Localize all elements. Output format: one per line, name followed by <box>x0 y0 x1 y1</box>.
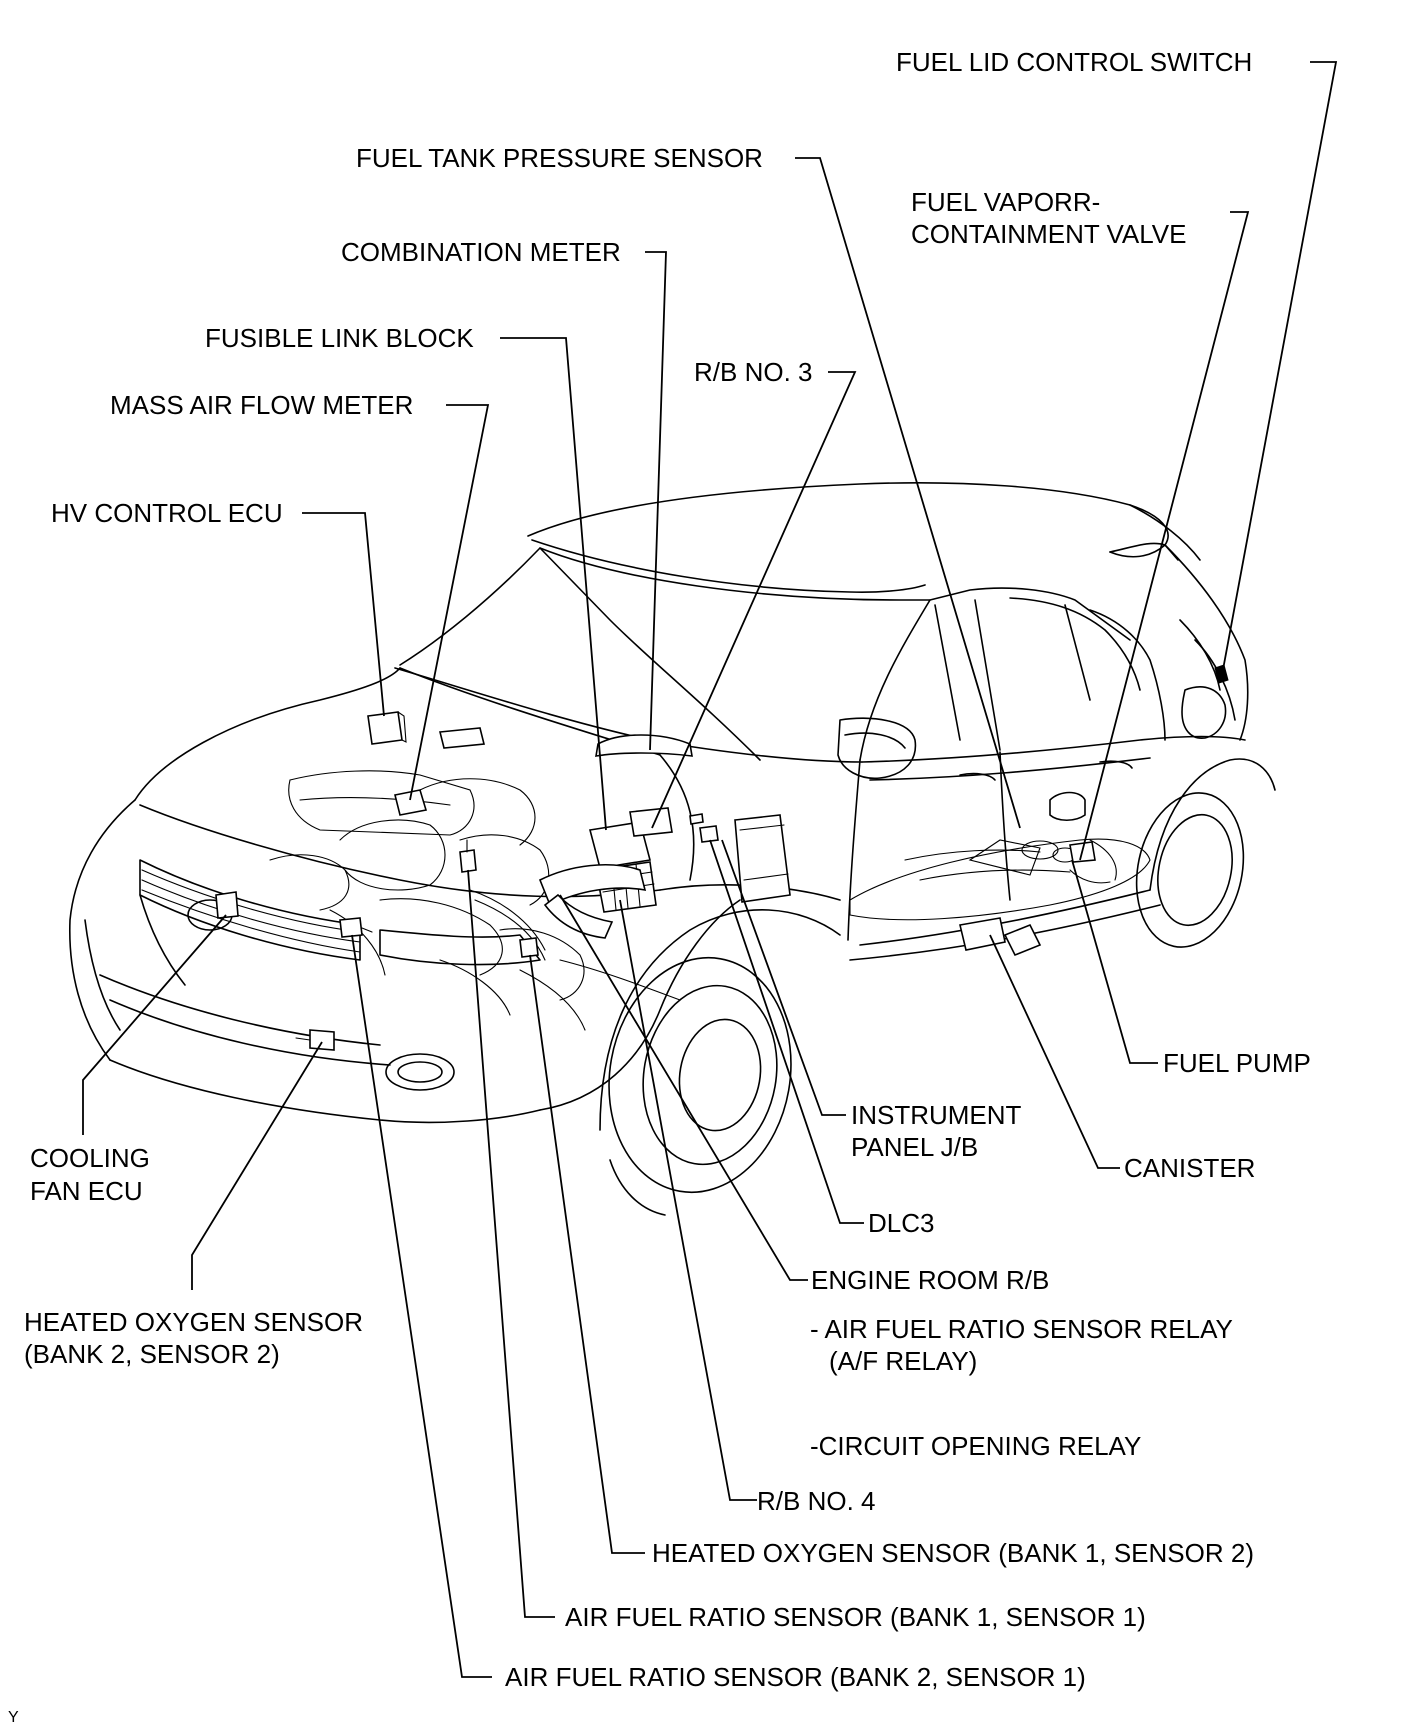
label-heated-oxygen-sensor-b1s2: HEATED OXYGEN SENSOR (BANK 1, SENSOR 2) <box>652 1538 1254 1568</box>
label-circuit-opening-relay: -CIRCUIT OPENING RELAY <box>810 1431 1142 1461</box>
label-rb-no4: R/B NO. 4 <box>757 1486 876 1516</box>
label-fuel-tank-pressure-sensor: FUEL TANK PRESSURE SENSOR <box>356 143 763 173</box>
corner-mark: Y <box>8 1709 19 1726</box>
fuel-tank-area <box>849 838 1151 921</box>
car-body <box>68 482 1276 1216</box>
label-cooling-fan-ecu-line1: COOLING <box>30 1143 150 1173</box>
label-fuel-lid-control-switch: FUEL LID CONTROL SWITCH <box>896 47 1253 77</box>
components <box>215 664 1229 1051</box>
label-canister: CANISTER <box>1124 1153 1256 1183</box>
label-mass-air-flow-meter: MASS AIR FLOW METER <box>110 390 414 420</box>
label-heated-oxygen-sensor-b2s2-line2: (BANK 2, SENSOR 2) <box>24 1339 280 1369</box>
label-dlc3: DLC3 <box>868 1208 935 1238</box>
label-fuel-pump: FUEL PUMP <box>1163 1048 1311 1078</box>
label-hv-control-ecu: HV CONTROL ECU <box>51 498 283 528</box>
label-fusible-link-block: FUSIBLE LINK BLOCK <box>205 323 474 353</box>
label-engine-room-rb: ENGINE ROOM R/B <box>811 1265 1050 1295</box>
engine-bay <box>269 770 681 1031</box>
label-instrument-panel-jb-line1: INSTRUMENT <box>851 1100 1022 1130</box>
label-combination-meter: COMBINATION METER <box>341 237 621 267</box>
label-air-fuel-ratio-sensor-b2s1: AIR FUEL RATIO SENSOR (BANK 2, SENSOR 1) <box>505 1662 1086 1692</box>
label-instrument-panel-jb-line2: PANEL J/B <box>851 1132 979 1162</box>
label-heated-oxygen-sensor-b2s2-line1: HEATED OXYGEN SENSOR <box>24 1307 364 1337</box>
label-fuel-vapor-containment-valve-line1: FUEL VAPORR- <box>911 187 1101 217</box>
label-af-sensor-relay-line2: (A/F RELAY) <box>829 1346 978 1376</box>
label-cooling-fan-ecu-line2: FAN ECU <box>30 1176 143 1206</box>
leader-lines <box>82 61 1338 1678</box>
label-fuel-vapor-containment-valve-line2: CONTAINMENT VALVE <box>911 219 1187 249</box>
label-af-sensor-relay-line1: - AIR FUEL RATIO SENSOR RELAY <box>810 1314 1233 1344</box>
label-rb-no3: R/B NO. 3 <box>694 357 813 387</box>
label-air-fuel-ratio-sensor-b1s1: AIR FUEL RATIO SENSOR (BANK 1, SENSOR 1) <box>565 1602 1146 1632</box>
